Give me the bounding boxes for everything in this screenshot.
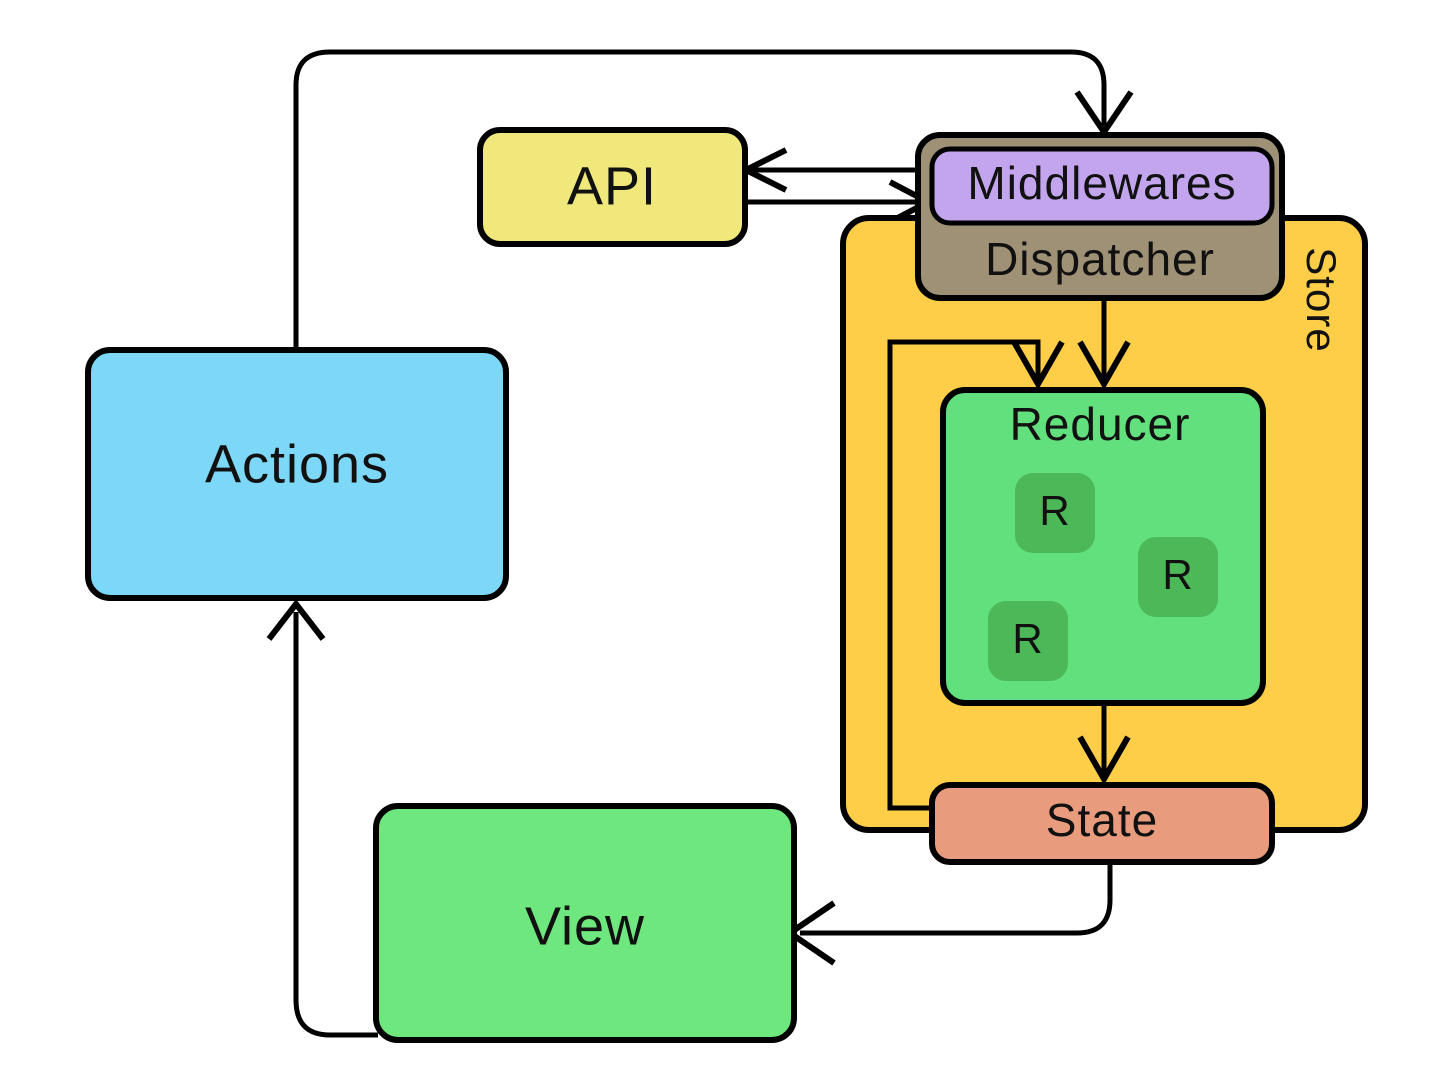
node-dispatcher[interactable]: Dispatcher Middlewares	[915, 132, 1285, 301]
reducer-unit-label: R	[1012, 615, 1043, 662]
edge-dispatcher-to-reducer	[1077, 300, 1131, 391]
node-reducer[interactable]: Reducer R R R	[940, 387, 1266, 706]
edge-state-to-reducer	[887, 339, 1065, 811]
reducer-unit-label: R	[1039, 487, 1070, 534]
store-label: Store	[1298, 247, 1345, 352]
node-middlewares[interactable]: Middlewares	[929, 146, 1275, 226]
reducer-unit-box[interactable]	[988, 601, 1068, 681]
edge-view-to-actions	[266, 599, 378, 1038]
reducer-unit[interactable]: R	[988, 601, 1068, 681]
reducer-unit-box[interactable]	[1015, 473, 1095, 553]
node-api[interactable]: API	[477, 127, 748, 247]
state-label: State	[1046, 794, 1158, 846]
state-box[interactable]	[929, 782, 1275, 865]
reducer-label: Reducer	[1010, 398, 1191, 450]
node-actions[interactable]: Actions	[85, 347, 509, 601]
api-label: API	[567, 156, 657, 216]
reducer-unit[interactable]: R	[1138, 537, 1218, 617]
view-box[interactable]	[373, 803, 797, 1043]
middlewares-label: Middlewares	[967, 157, 1236, 209]
actions-box[interactable]	[85, 347, 509, 601]
middlewares-box[interactable]	[929, 146, 1275, 226]
edge-state-to-view	[784, 862, 1113, 966]
reducer-unit-label: R	[1162, 551, 1193, 598]
view-label: View	[525, 896, 645, 956]
node-view[interactable]: View	[373, 803, 797, 1043]
api-box[interactable]	[477, 127, 748, 247]
reducer-unit[interactable]: R	[1015, 473, 1095, 553]
dispatcher-label: Dispatcher	[985, 233, 1215, 285]
actions-label: Actions	[205, 434, 389, 494]
edge-reducer-to-state	[1077, 703, 1131, 786]
edge-middlewares-to-api	[739, 147, 935, 193]
reducer-unit-box[interactable]	[1138, 537, 1218, 617]
node-state[interactable]: State	[929, 782, 1275, 865]
